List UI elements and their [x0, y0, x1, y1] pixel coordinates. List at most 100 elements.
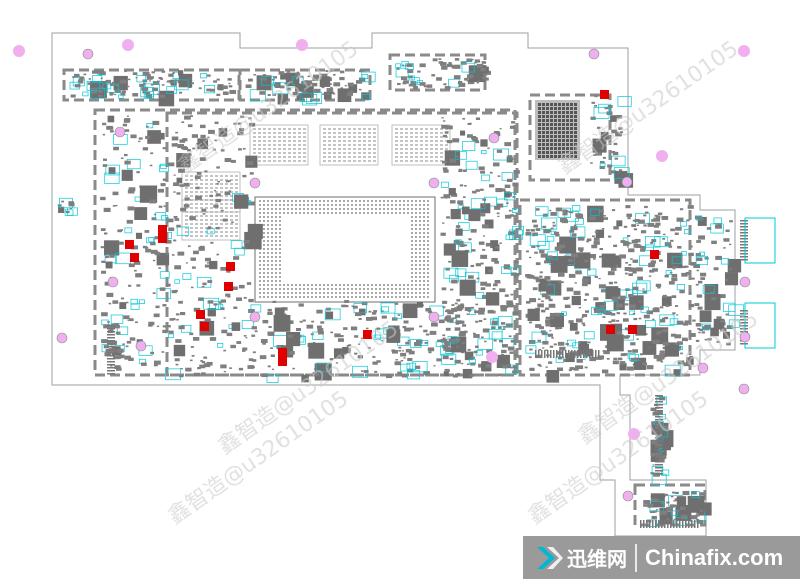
- bga-ball: [391, 296, 393, 298]
- chip-pad: [268, 152, 271, 154]
- smd-part: [700, 277, 705, 280]
- smd-part: [405, 348, 412, 353]
- smd-part: [587, 341, 591, 344]
- smd-part: [538, 275, 543, 278]
- chip-pad: [288, 156, 291, 158]
- smd-part: [568, 273, 576, 278]
- bga-ball: [363, 208, 365, 210]
- connector-pin: [571, 350, 573, 358]
- smd-part: [441, 160, 447, 164]
- chip-pad: [185, 195, 188, 197]
- chip-pad: [338, 160, 341, 162]
- bga-ball: [259, 288, 261, 290]
- smd-part: [548, 303, 556, 308]
- chip-pad: [323, 128, 326, 130]
- trace-footprint: [86, 80, 101, 91]
- chip-pad: [210, 175, 213, 177]
- smd-part: [334, 333, 341, 338]
- smd-part: [152, 259, 156, 262]
- bga-ball: [267, 208, 269, 210]
- smd-part: [650, 241, 654, 244]
- chip-pad: [215, 179, 218, 181]
- smd-part: [312, 77, 319, 82]
- smd-part: [214, 139, 218, 142]
- smd-part: [376, 327, 381, 330]
- smd-part: [145, 249, 151, 253]
- smd-part: [619, 131, 624, 134]
- bga-ball: [307, 288, 309, 290]
- smd-part: [696, 240, 701, 243]
- smd-part: [512, 196, 516, 198]
- smd-part: [109, 92, 114, 95]
- soc-ball: [558, 107, 561, 110]
- soc-ball: [538, 115, 541, 118]
- smd-part: [202, 213, 206, 215]
- chip-pad: [333, 148, 336, 150]
- connector-pin: [740, 223, 748, 225]
- soc-ball: [574, 115, 577, 118]
- smd-part: [470, 264, 475, 268]
- chip-pad: [220, 215, 223, 217]
- smd-part: [101, 339, 108, 344]
- smd-part: [108, 126, 114, 130]
- smd-part: [532, 219, 537, 223]
- smd-part: [664, 493, 669, 496]
- bga-ball: [271, 284, 273, 286]
- chip-pad: [303, 140, 306, 142]
- chip-pad: [200, 191, 203, 193]
- highlight-part: [600, 90, 609, 99]
- bga-ball: [407, 204, 409, 206]
- smd-part: [633, 228, 638, 231]
- soc-ball: [538, 155, 541, 158]
- smd-part: [358, 318, 362, 320]
- chip-pad: [400, 136, 403, 138]
- smd-part: [180, 367, 183, 370]
- smd-part: [161, 70, 166, 73]
- bga-ball: [399, 288, 401, 290]
- smd-part: [499, 242, 502, 244]
- smd-part: [656, 509, 659, 511]
- smd-part: [480, 254, 488, 259]
- trace-footprint: [230, 240, 243, 249]
- smd-part: [496, 203, 504, 208]
- chip-pad: [343, 148, 346, 150]
- bga-ball: [415, 256, 417, 258]
- smd-part: [261, 77, 268, 81]
- bga-ball: [411, 224, 413, 226]
- smd-part: [706, 227, 712, 230]
- chip-pad: [220, 235, 223, 237]
- bga-ball: [351, 208, 353, 210]
- chip-pad: [395, 148, 398, 150]
- smd-part: [178, 325, 185, 330]
- bga-ball: [415, 284, 417, 286]
- connector-pin: [107, 358, 115, 360]
- smd-part: [419, 63, 426, 68]
- ic-chip: [673, 369, 682, 377]
- bga-ball: [411, 220, 413, 222]
- connector-pin: [688, 520, 690, 528]
- smd-part: [142, 245, 147, 249]
- smd-part: [482, 198, 487, 201]
- smd-part: [552, 221, 556, 224]
- bga-ball: [291, 288, 293, 290]
- soc-ball: [570, 135, 573, 138]
- smd-part: [594, 231, 598, 233]
- bga-ball: [335, 200, 337, 202]
- smd-part: [496, 149, 503, 153]
- smd-part: [456, 346, 459, 348]
- chip-pad: [338, 152, 341, 154]
- smd-part: [131, 245, 139, 250]
- chip-pad: [200, 175, 203, 177]
- bga-ball: [287, 288, 289, 290]
- smd-part: [618, 169, 623, 172]
- chip-pad: [273, 148, 276, 150]
- board-outline: [51, 32, 736, 537]
- soc-ball: [566, 155, 569, 158]
- smd-part: [671, 277, 678, 282]
- chip-pad: [220, 191, 223, 193]
- soc-ball: [574, 123, 577, 126]
- smd-part: [372, 361, 378, 365]
- soc-ball: [538, 151, 541, 154]
- smd-part: [220, 209, 224, 212]
- bga-ball: [259, 264, 261, 266]
